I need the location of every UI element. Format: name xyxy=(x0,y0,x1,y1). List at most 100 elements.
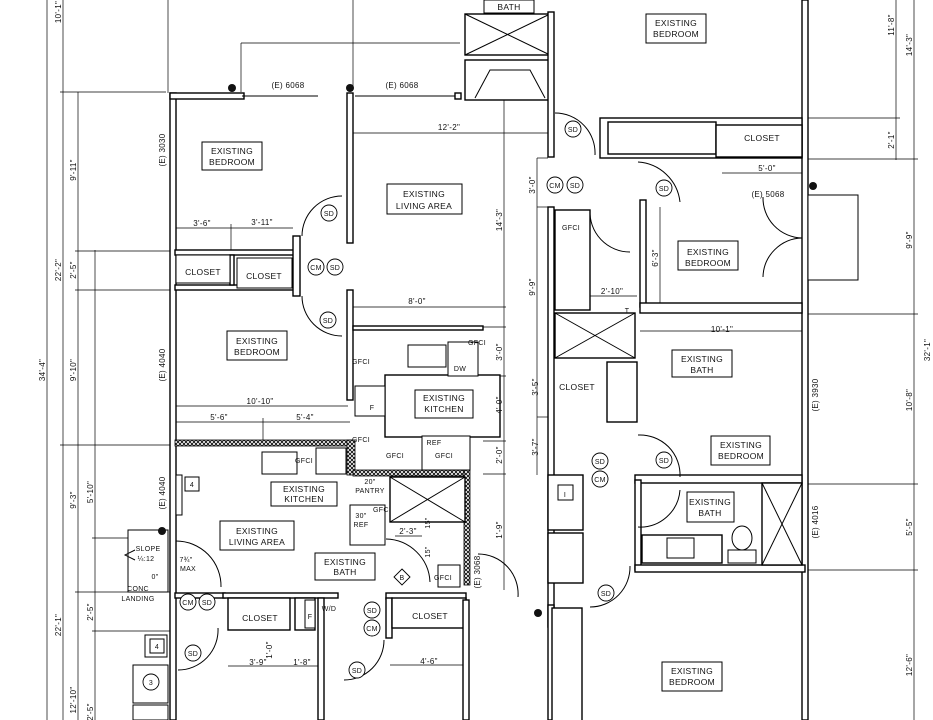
gfci-outlet-label: GFCI xyxy=(386,453,404,460)
svg-text:SD: SD xyxy=(202,600,212,607)
room-label: BEDROOM xyxy=(718,451,764,461)
clearance-label: 15" xyxy=(425,546,432,557)
dimension: 5'-5" xyxy=(905,518,914,535)
dimension: 2'-10" xyxy=(601,287,623,296)
smoke-detector-icon: SD xyxy=(363,601,381,619)
dimension: 2'-0" xyxy=(495,446,504,463)
furnace-label: F xyxy=(308,614,313,621)
dimension: 3'-6" xyxy=(193,219,210,228)
dimension-lines xyxy=(46,0,918,720)
dimension: 3'-9" xyxy=(249,658,266,667)
room-label: EXISTING xyxy=(671,666,713,676)
dimension: 5'-0" xyxy=(758,164,775,173)
max-height-label: 7¾" xyxy=(179,557,192,564)
svg-text:SD: SD xyxy=(659,458,669,465)
svg-text:SD: SD xyxy=(188,651,198,658)
dimension: 10'-1" xyxy=(54,1,63,23)
keynote-4: 4 xyxy=(155,644,159,651)
dimension: 10'-1" xyxy=(711,325,733,334)
dimension: 34'-4" xyxy=(38,359,47,381)
window-tag: (E) 4040 xyxy=(158,476,167,509)
smoke-detector-icon: SD xyxy=(566,176,584,194)
dimension: 8'-0" xyxy=(408,297,425,306)
dimension: 4'-0" xyxy=(495,396,504,413)
water-heater-label: I xyxy=(564,492,566,499)
closet-label: CLOSET xyxy=(246,271,282,281)
dimension: 1'-8" xyxy=(293,658,310,667)
dimension: 1'-9" xyxy=(495,521,504,538)
dimension: 14'-3" xyxy=(495,209,504,231)
smoke-detector-icon: SD xyxy=(184,644,202,662)
gfci-outlet-label: GFCI xyxy=(434,575,452,582)
svg-text:SD: SD xyxy=(601,591,611,598)
smoke-detector-icon: SD xyxy=(591,452,609,470)
dimension: 3'-0" xyxy=(495,343,504,360)
slope-label: SLOPE xyxy=(136,546,161,553)
smoke-detector-icon: SD xyxy=(564,120,582,138)
washer-dryer-label: W/D xyxy=(322,606,337,613)
dimension: 5'-10" xyxy=(86,481,95,503)
keynotes: 4 4 3 B xyxy=(142,476,411,691)
room-label: EXISTING xyxy=(283,484,325,494)
window-tag: (E) 3930 xyxy=(811,378,820,411)
door-tag: (E) 3068 xyxy=(473,555,482,588)
dimension: 12'-6" xyxy=(905,654,914,676)
window-tag: (E) 4040 xyxy=(158,348,167,381)
dimension: 9'-10" xyxy=(69,359,78,381)
room-label: EXISTING xyxy=(655,18,697,28)
room-label: KITCHEN xyxy=(284,494,323,504)
gfci-outlet-label: GFCI xyxy=(352,437,370,444)
dimension: 12'-10" xyxy=(69,687,78,714)
window-tag: (E) 4016 xyxy=(811,505,820,538)
room-label: EXISTING xyxy=(687,247,729,257)
dimension: 32'-1" xyxy=(923,339,932,361)
door-tag: (E) 6068 xyxy=(385,81,418,90)
keynote-3: 3 xyxy=(149,680,153,687)
dimension: 3'-7" xyxy=(531,438,540,455)
landing-label: LANDING xyxy=(121,596,154,603)
devices: SD SD CM SD SD CM SD SD SD CM SD SD CM S… xyxy=(179,120,673,679)
dimension: 11'-8" xyxy=(887,14,896,36)
smoke-detector-icon: SD xyxy=(597,584,615,602)
window-tag: (E) 3030 xyxy=(158,133,167,166)
dimension: 9'-11" xyxy=(69,159,78,181)
gfci-outlet-label: GFCI xyxy=(352,359,370,366)
room-label: EXISTING xyxy=(681,354,723,364)
smoke-detector-icon: SD xyxy=(326,258,344,276)
room-label: EXISTING xyxy=(689,497,731,507)
room-label: BEDROOM xyxy=(234,347,280,357)
smoke-detector-icon: SD xyxy=(320,204,338,222)
co-monitor-icon: CM xyxy=(307,258,325,276)
room-bath-top: BATH xyxy=(483,0,535,14)
dimension: 9'-9" xyxy=(905,231,914,248)
smoke-detector-icon: SD xyxy=(655,451,673,469)
max-label: MAX xyxy=(180,566,196,573)
dimension: 14'-3" xyxy=(905,34,914,56)
dimension: 10'-8" xyxy=(905,389,914,411)
door-swings xyxy=(158,84,817,681)
dimension: 9'-3" xyxy=(69,491,78,508)
furnace-label: F xyxy=(370,405,375,412)
dimension: 2'-5" xyxy=(69,261,78,278)
room-label: EXISTING xyxy=(236,336,278,346)
dimension: 2'-5" xyxy=(86,703,95,720)
svg-text:SD: SD xyxy=(323,318,333,325)
dishwasher-label: DW xyxy=(454,366,466,373)
room-label: BEDROOM xyxy=(653,29,699,39)
slope-ratio-label: ¼:12 xyxy=(138,556,155,563)
zero-height-label: 0" xyxy=(152,574,159,581)
refrigerator-label: REF xyxy=(427,440,442,447)
room-label: EXISTING xyxy=(211,146,253,156)
room-label: EXISTING xyxy=(720,440,762,450)
room-label: BATH xyxy=(690,365,713,375)
walls xyxy=(127,0,859,720)
